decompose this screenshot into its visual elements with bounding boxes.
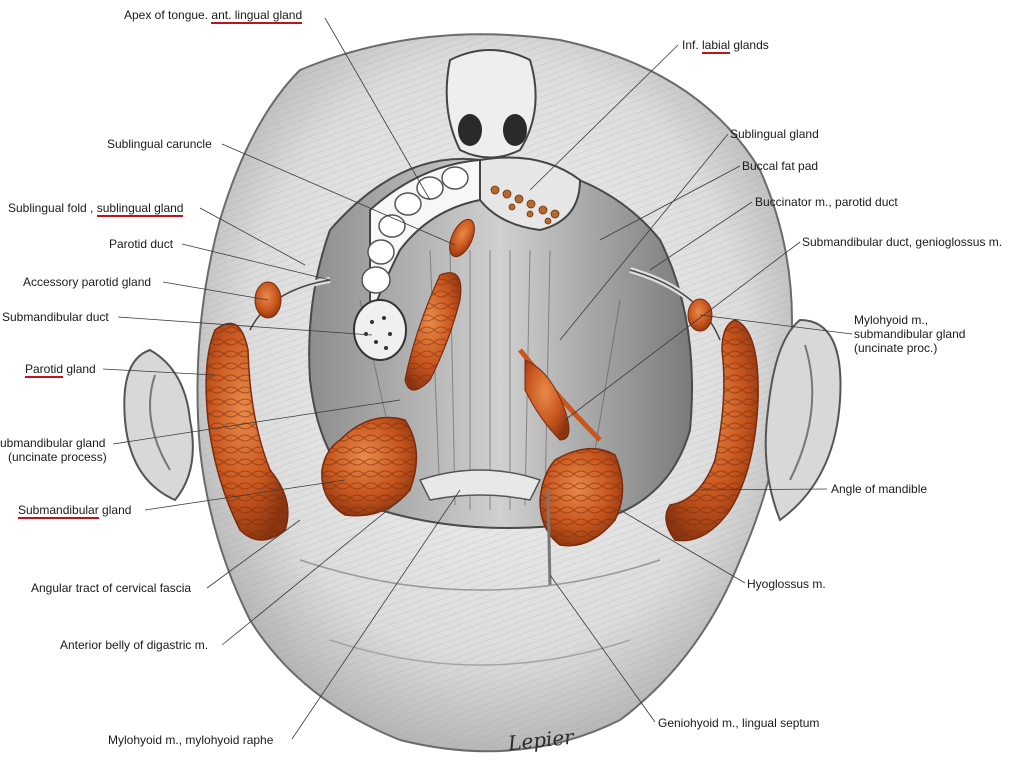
label-anterior-lingual-gland: ant. lingual gland <box>211 8 303 24</box>
label-mylohyoid-2: submandibular gland <box>854 327 966 341</box>
label-parotid-underlined: Parotid <box>25 362 64 378</box>
hyoid-region <box>418 469 542 501</box>
label-submandibular-duct-genioglossus: Submandibular duct, genioglossus m. <box>802 235 1003 249</box>
label-anterior-belly-digastric: Anterior belly of digastric m. <box>60 638 209 652</box>
label-submandibular-duct: Submandibular duct <box>2 310 109 324</box>
mandible-section <box>353 299 407 361</box>
label-submandibular-uncinate-2: (uncinate process) <box>8 450 107 464</box>
leader-lines <box>102 17 853 740</box>
label-submandibular-gland: Submandibular gland <box>18 503 132 519</box>
label-geniohyoid: Geniohyoid m., lingual septum <box>658 716 820 730</box>
label-labial-underlined: labial <box>702 38 731 54</box>
label-buccal-fat-pad: Buccal fat pad <box>742 159 819 173</box>
label-submandibular-uncinate-1: ubmandibular gland <box>0 436 106 450</box>
label-inferior-labial-glands: Inf. labial glands <box>682 38 769 54</box>
label-mylohyoid-raphe: Mylohyoid m., mylohyoid raphe <box>108 733 274 747</box>
label-glands-text: glands <box>730 38 769 52</box>
right-sublingual-gland <box>524 359 570 441</box>
label-angular-tract: Angular tract of cervical fascia <box>31 581 192 595</box>
left-ear <box>123 348 194 502</box>
anterior-lingual-gland <box>449 218 475 258</box>
label-parotid-gland-text: gland <box>63 362 96 376</box>
label-buccinator: Buccinator m., parotid duct <box>755 195 898 209</box>
label-apex-of-tongue: Apex of tongue. ant. lingual gland <box>124 8 303 24</box>
label-inf-text: Inf. <box>682 38 703 52</box>
label-sublingual-fold-text: Sublingual fold , <box>8 201 97 215</box>
probe <box>546 489 552 586</box>
label-mylohyoid-1: Mylohyoid m., <box>854 313 929 327</box>
label-apex-text: Apex of tongue. <box>124 8 212 22</box>
label-sublingual-caruncle: Sublingual caruncle <box>107 137 212 151</box>
label-accessory-parotid-gland: Accessory parotid gland <box>23 275 152 289</box>
label-mylohyoid-3: (uncinate proc.) <box>854 341 938 355</box>
right-ear <box>764 318 842 522</box>
label-submandibular-underlined: Submandibular <box>18 503 99 519</box>
label-submandibular-gland-text: gland <box>98 503 132 517</box>
label-parotid-gland: Parotid gland <box>25 362 96 378</box>
label-angle-of-mandible: Angle of mandible <box>831 482 928 496</box>
label-parotid-duct: Parotid duct <box>109 237 174 251</box>
label-sublingual-gland-right: Sublingual gland <box>730 127 819 141</box>
label-sublingual-gland-left: sublingual gland <box>96 201 184 217</box>
label-hyoglossus: Hyoglossus m. <box>747 577 826 591</box>
label-sublingual-fold: Sublingual fold , sublingual gland <box>8 201 184 217</box>
